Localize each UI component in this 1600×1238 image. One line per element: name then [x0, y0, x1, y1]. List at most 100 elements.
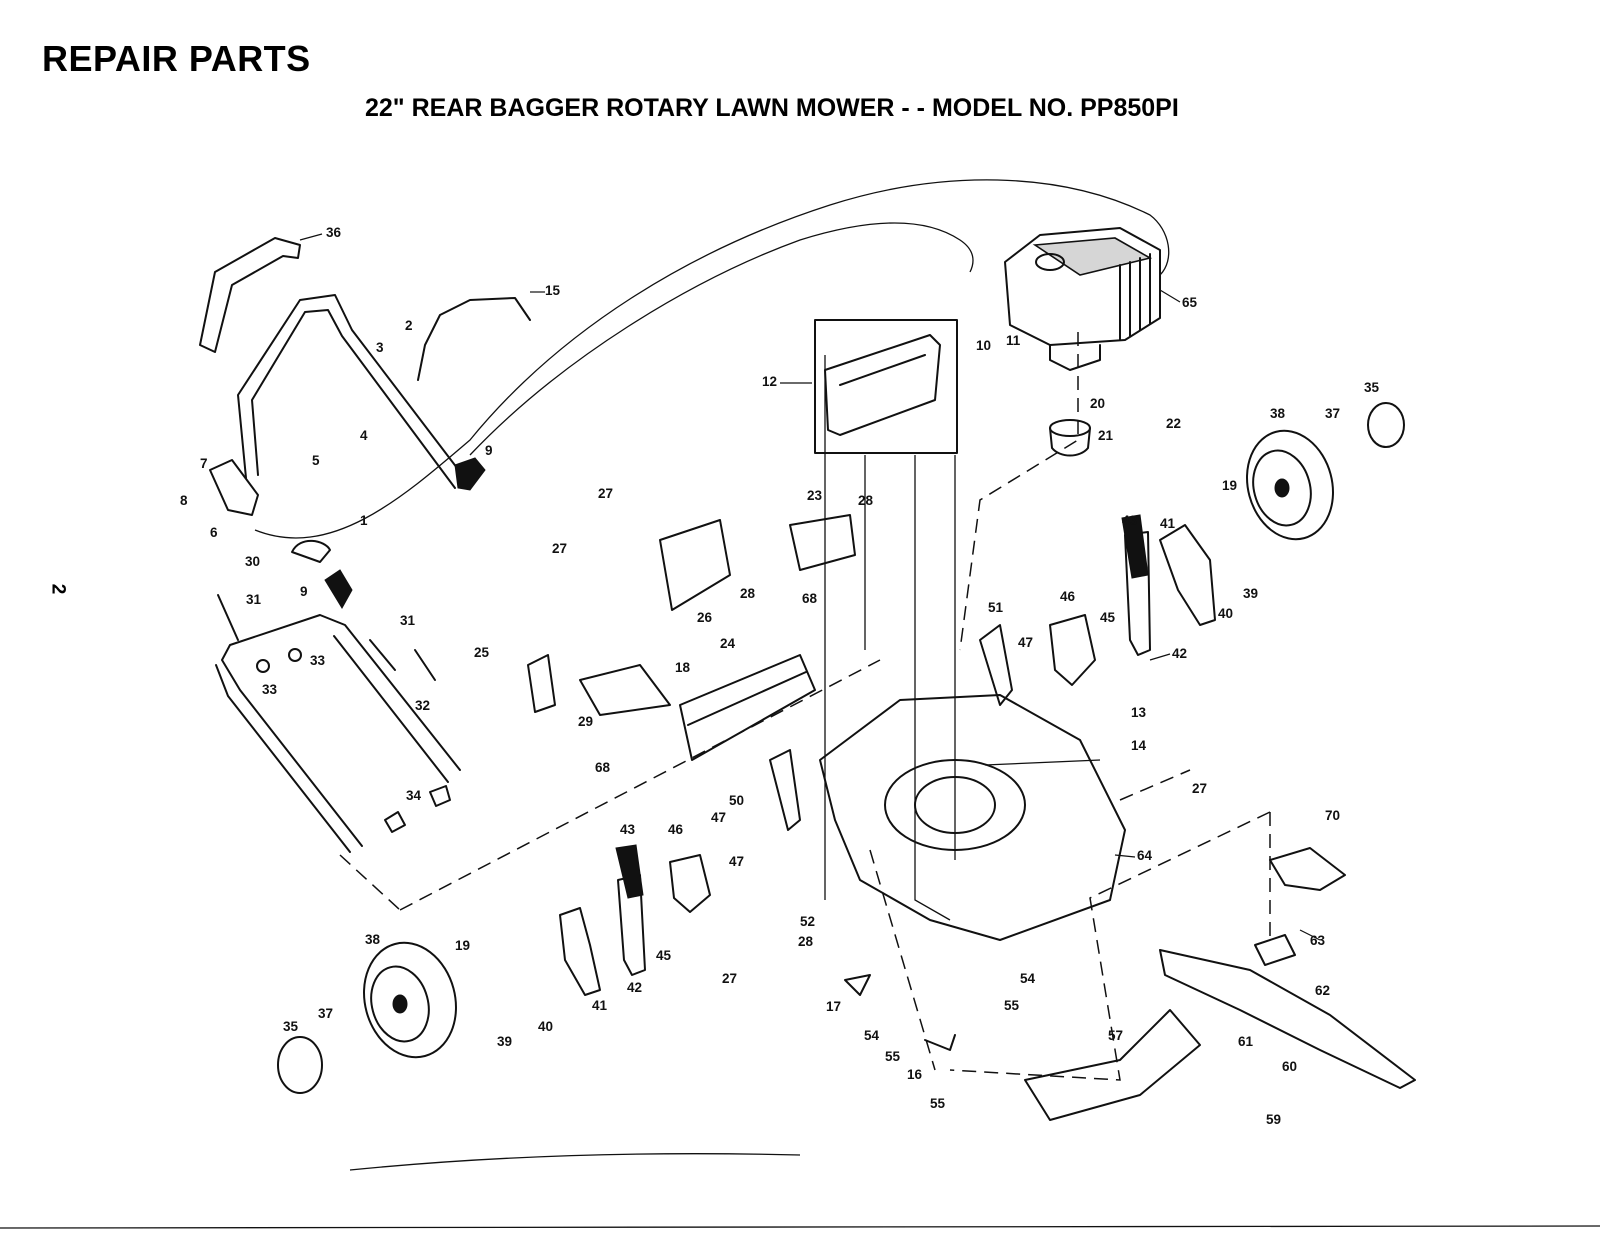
- bolt-33-b: [288, 648, 302, 662]
- wire-16: [924, 1034, 956, 1051]
- callout-label: 42: [627, 980, 642, 995]
- callout-label: 33: [310, 653, 326, 668]
- callout-label: 43: [1122, 513, 1138, 528]
- callout-label: 52: [800, 914, 815, 929]
- callout-label: 31: [400, 613, 416, 628]
- lever-grip-right: [1121, 514, 1149, 579]
- callout-label: 26: [697, 610, 713, 625]
- callout-label: 43: [620, 822, 636, 837]
- callout-label: 42: [1172, 646, 1187, 661]
- callout-label: 13: [1131, 705, 1147, 720]
- callout-label: 23: [807, 488, 823, 503]
- callout-label: 70: [1325, 808, 1340, 823]
- callout-label: 41: [1160, 516, 1176, 531]
- callout-label: 64: [1137, 848, 1153, 863]
- chute-door-26: [659, 519, 731, 611]
- callout-label: 61: [1238, 1034, 1254, 1049]
- callout-label: 37: [318, 1006, 333, 1021]
- grass-bag-frame-part: [824, 334, 941, 436]
- bracket-51: [979, 624, 1013, 706]
- callout-label: 41: [592, 998, 608, 1013]
- callout-label: 24: [720, 636, 736, 651]
- rear-wheel-left: [363, 941, 457, 1059]
- callout-label: 59: [1266, 1112, 1281, 1127]
- pulley-part: [1049, 419, 1091, 457]
- callout-label: 11: [1006, 333, 1021, 348]
- callout-label: 28: [740, 586, 756, 601]
- callout-label: 22: [1166, 416, 1181, 431]
- callout-label: 55: [1004, 998, 1020, 1013]
- callout-label: 12: [762, 374, 777, 389]
- callout-label: 9: [485, 443, 493, 458]
- callout-label: 68: [595, 760, 611, 775]
- section-title: REPAIR PARTS: [42, 38, 311, 79]
- callout-label: 18: [675, 660, 691, 675]
- callout-label: 31: [246, 592, 262, 607]
- throttle-control-part: [209, 459, 259, 516]
- callout-label: 28: [798, 934, 814, 949]
- callout-label: 27: [552, 541, 567, 556]
- callout-label: 38: [365, 932, 381, 947]
- callout-label: 34: [406, 788, 422, 803]
- rear-guard-57: [1024, 1009, 1201, 1121]
- callout-label: 25: [474, 645, 490, 660]
- callout-label: 35: [1364, 380, 1380, 395]
- assembly-lines: [254, 179, 1271, 1171]
- leader-lines: [299, 233, 1321, 941]
- blade-62: [1159, 949, 1416, 1089]
- rear-bracket-23: [789, 514, 856, 571]
- callout-label: 47: [711, 810, 726, 825]
- callout-label: 4: [360, 428, 368, 443]
- callout-label: 10: [976, 338, 991, 353]
- callout-label: 30: [245, 554, 260, 569]
- control-wire-part: [417, 297, 531, 381]
- callout-label: 39: [497, 1034, 512, 1049]
- bolt-31-a: [217, 594, 239, 641]
- callout-label: 68: [802, 591, 818, 606]
- callout-label: 54: [1020, 971, 1036, 986]
- callout-label: 60: [1282, 1059, 1297, 1074]
- model-title: 22" REAR BAGGER ROTARY LAWN MOWER - - MO…: [365, 94, 1179, 122]
- callout-label: 2: [405, 318, 413, 333]
- callout-label: 8: [180, 493, 188, 508]
- page-bottom-edge: [0, 1225, 1600, 1229]
- baffle-70: [1269, 847, 1346, 891]
- callout-label: 55: [885, 1049, 901, 1064]
- hubcap-right: [1367, 402, 1405, 448]
- callout-label: 15: [545, 283, 561, 298]
- callout-label: 40: [538, 1019, 553, 1034]
- height-lever-right: [1124, 531, 1151, 656]
- bolt-31-b: [369, 639, 396, 671]
- callout-label: 6: [210, 525, 218, 540]
- bolt-31-c: [414, 649, 436, 681]
- callout-label: 20: [1090, 396, 1105, 411]
- callout-labels: 36 15 2 3 4 5 1 9 7 8 6 30 9 31 31 33 33…: [180, 225, 1380, 1127]
- callout-label: 55: [930, 1096, 946, 1111]
- callout-label: 29: [578, 714, 593, 729]
- engine-part: [1004, 227, 1161, 371]
- callout-label: 17: [826, 999, 841, 1014]
- part-17: [844, 974, 871, 996]
- callout-label: 45: [656, 948, 672, 963]
- callout-label: 47: [1018, 635, 1033, 650]
- callout-label: 7: [200, 456, 208, 471]
- callout-label: 5: [312, 453, 320, 468]
- upper-handle-part: [237, 294, 471, 489]
- cable-clip-34-a: [384, 811, 406, 833]
- callout-label: 51: [988, 600, 1004, 615]
- rear-flap-24: [679, 654, 816, 761]
- callout-label: 46: [668, 822, 684, 837]
- mower-deck-part: [819, 694, 1126, 941]
- callout-label: 50: [729, 793, 744, 808]
- callout-label: 33: [262, 682, 278, 697]
- blade-adapter-63: [1254, 934, 1296, 966]
- callout-label: 65: [1182, 295, 1198, 310]
- bracket-50: [769, 749, 801, 831]
- callout-label: 38: [1270, 406, 1286, 421]
- callout-label: 63: [1310, 933, 1326, 948]
- wheel-bracket-right: [1159, 524, 1216, 626]
- handle-knob-upper: [454, 457, 486, 491]
- callout-label: 27: [1192, 781, 1207, 796]
- callout-label: 28: [858, 493, 874, 508]
- callout-label: 39: [1243, 586, 1258, 601]
